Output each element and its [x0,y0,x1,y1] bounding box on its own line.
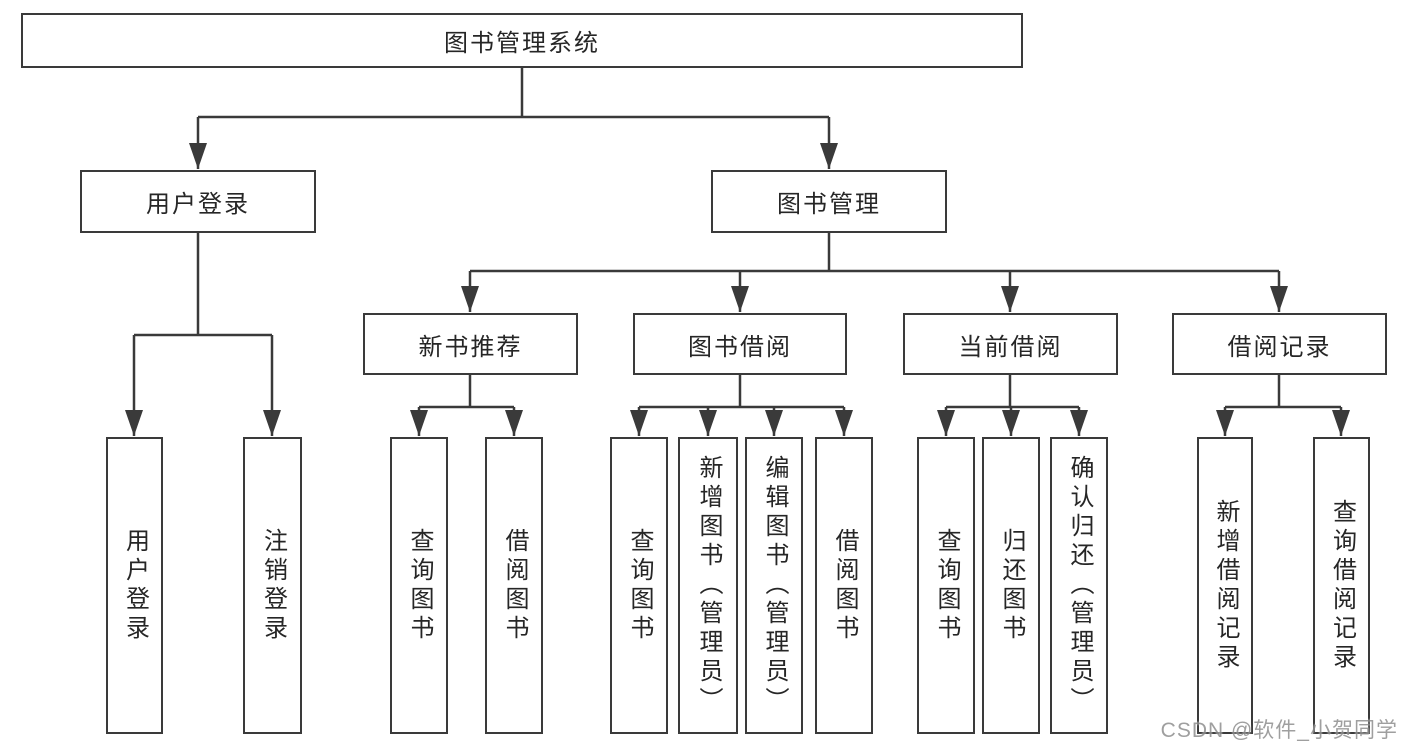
leaf-borrow-books-recommend: 借阅图书 [485,437,543,734]
node-book-borrowing: 图书借阅 [633,313,847,375]
node-borrowing-records: 借阅记录 [1172,313,1387,375]
leaf-query-books-current: 查询图书 [917,437,975,734]
leaf-logout-login: 注销登录 [243,437,302,734]
leaf-query-borrow-record: 查询借阅记录 [1313,437,1370,734]
leaf-add-borrow-record: 新增借阅记录 [1197,437,1253,734]
leaf-query-books-borrowing: 查询图书 [610,437,668,734]
leaf-return-books: 归还图书 [982,437,1040,734]
leaf-borrow-books-borrowing: 借阅图书 [815,437,873,734]
leaf-query-books-recommend: 查询图书 [390,437,448,734]
node-user-login: 用户登录 [80,170,316,233]
node-book-management: 图书管理 [711,170,947,233]
leaf-edit-books-admin: 编辑图书（管理员） [745,437,803,734]
leaf-confirm-return-admin: 确认归还（管理员） [1050,437,1108,734]
leaf-add-books-admin: 新增图书（管理员） [678,437,738,734]
node-current-borrowing: 当前借阅 [903,313,1118,375]
node-root-system: 图书管理系统 [21,13,1023,68]
leaf-user-login: 用户登录 [106,437,163,734]
node-new-book-recommendation: 新书推荐 [363,313,578,375]
csdn-watermark: CSDN @软件_小贺同学 [1160,719,1398,742]
